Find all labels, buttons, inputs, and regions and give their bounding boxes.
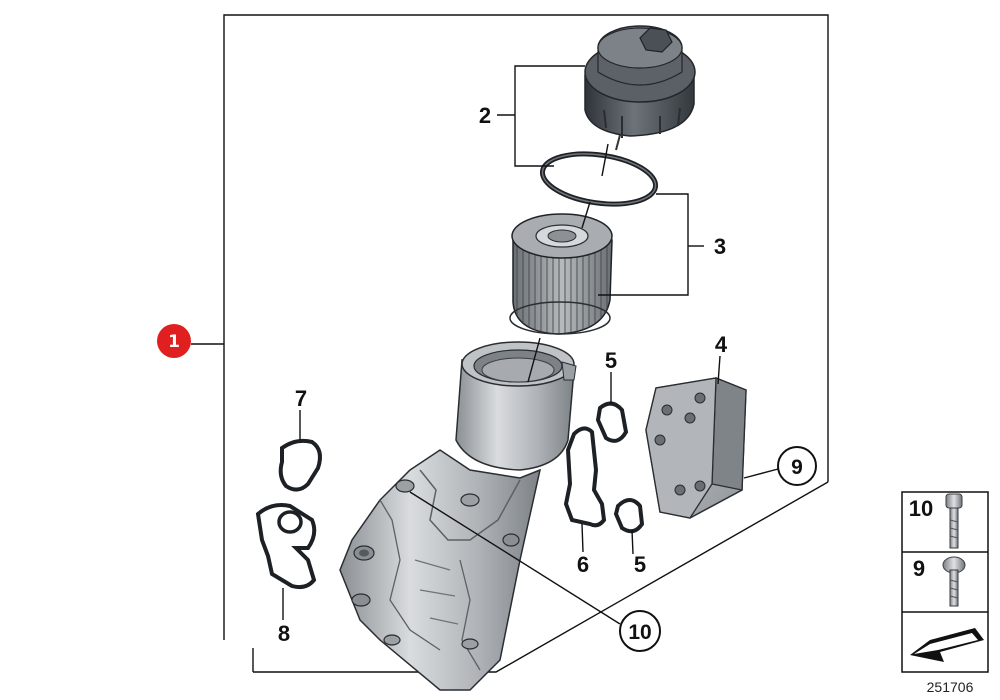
cap-o-ring-part[interactable]: [539, 147, 659, 210]
gasket-5-upper-part[interactable]: [595, 401, 629, 443]
callout-2[interactable]: 2: [479, 103, 491, 128]
diagram-number: 251706: [927, 679, 974, 695]
callout-8[interactable]: 8: [278, 621, 290, 646]
callouts: 2 3 4 5 5 6 7 8: [278, 103, 728, 646]
filter-cap-part[interactable]: [584, 25, 696, 151]
callout-7[interactable]: 7: [295, 386, 307, 411]
circled-callout-9[interactable]: 9: [777, 446, 817, 486]
callout-6[interactable]: 6: [577, 552, 589, 577]
circled-callout-10-label: 10: [628, 621, 651, 644]
filter-element-part[interactable]: [509, 213, 613, 335]
assembly-marker-label: 1: [168, 332, 180, 352]
circled-callout-10[interactable]: 10: [619, 610, 661, 652]
bolt-10-icon: [945, 493, 963, 549]
circled-callout-9-label: 9: [791, 456, 803, 479]
gasket-8-part[interactable]: [255, 503, 317, 590]
callout-3[interactable]: 3: [714, 234, 726, 259]
leader-lines: [282, 65, 779, 625]
assembly-frame: [223, 14, 829, 673]
screw-9-icon: [942, 556, 966, 607]
callout-5-lower[interactable]: 5: [634, 552, 646, 577]
oil-filter-housing-part[interactable]: [339, 341, 577, 691]
callout-5-upper[interactable]: 5: [605, 348, 617, 373]
callout-4[interactable]: 4: [715, 332, 728, 357]
gasket-5-lower-part[interactable]: [613, 498, 645, 534]
gasket-7-part[interactable]: [278, 438, 322, 492]
legend-number-9: 9: [913, 556, 925, 581]
fastener-legend: 10 9: [901, 491, 989, 673]
direction-arrow-icon: [910, 628, 984, 662]
legend-number-10: 10: [909, 496, 933, 521]
assembly-marker-1[interactable]: 1: [157, 324, 224, 358]
gasket-6-part[interactable]: [563, 426, 607, 528]
oil-cooler-part[interactable]: [645, 377, 747, 519]
